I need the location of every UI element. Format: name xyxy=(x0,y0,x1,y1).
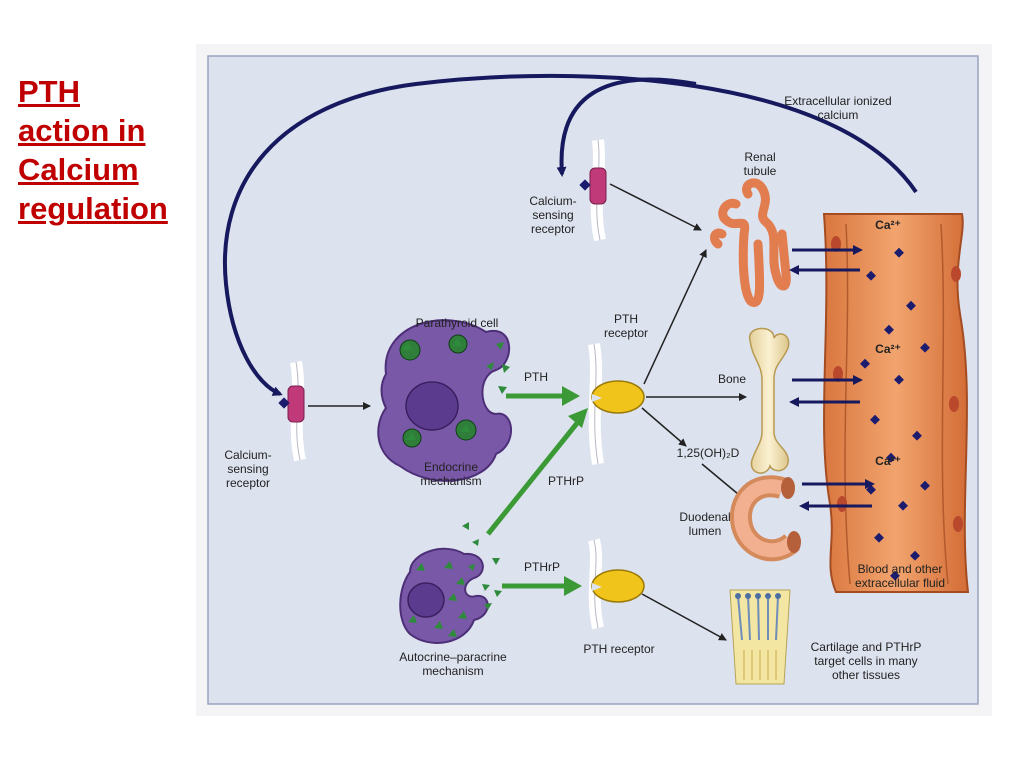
pth-calcium-diagram: Extracellular ionized calcium Renal tubu… xyxy=(196,44,992,716)
parathyroid-cell xyxy=(377,319,512,482)
title-line-2: action in xyxy=(18,113,146,148)
calcium-ion-label-3: Ca²⁺ xyxy=(875,454,901,468)
autocrine-label: Autocrine–paracrine mechanism xyxy=(399,650,507,678)
pthrp-green-arrow xyxy=(486,408,588,536)
calcium-ion-label-1: Ca²⁺ xyxy=(875,218,901,232)
title-line-4: regulation xyxy=(18,191,168,226)
title-line-1: PTH xyxy=(18,74,80,109)
blood-vessel xyxy=(822,213,970,593)
extracellular-calcium-label: Extracellular ionized calcium xyxy=(784,94,892,122)
pth-receptor-lower xyxy=(588,538,645,630)
pth-receptor-top-label: PTH receptor xyxy=(603,312,649,340)
exchange-arrows xyxy=(789,245,875,511)
calcium-ion-label-2: Ca²⁺ xyxy=(875,342,901,356)
csr-top-receptor xyxy=(579,139,607,242)
diagram-canvas xyxy=(207,55,979,705)
slide-title: PTH action in Calcium regulation xyxy=(18,72,198,228)
blood-label: Blood and other extracellular fluid xyxy=(854,562,946,590)
endocrine-label: Endocrine mechanism xyxy=(420,460,482,488)
pth-green-arrow xyxy=(506,386,580,406)
feedback-arrow-left xyxy=(223,73,918,396)
pthrp-upper-label: PTHrP xyxy=(548,474,584,488)
csr-top-label: Calcium- sensing receptor xyxy=(529,194,577,236)
duodenum xyxy=(729,475,801,562)
cartilage-tissue xyxy=(729,589,791,685)
pthrp-lower-label: PTHrP xyxy=(524,560,560,574)
cartilage-label: Cartilage and PTHrP target cells in many… xyxy=(810,640,922,682)
autocrine-cell xyxy=(399,522,502,644)
title-line-3: Calcium xyxy=(18,152,139,187)
csr-left-label: Calcium- sensing receptor xyxy=(224,448,272,490)
vitd-label: 1,25(OH)₂D xyxy=(676,446,740,460)
pthrp-lower-green-arrow xyxy=(502,576,582,596)
bone xyxy=(749,327,790,474)
pth-receptor-bottom-label: PTH receptor xyxy=(583,642,655,656)
renal-tubule xyxy=(710,178,791,307)
duodenal-lumen-label: Duodenal lumen xyxy=(679,510,731,538)
bone-label: Bone xyxy=(717,372,747,386)
csr-left-receptor xyxy=(278,360,306,462)
pth-arrow-label: PTH xyxy=(524,370,548,384)
parathyroid-cell-label: Parathyroid cell xyxy=(415,316,499,330)
pth-receptor-upper xyxy=(588,343,645,465)
renal-tubule-label: Renal tubule xyxy=(743,150,777,178)
feedback-arrow-top xyxy=(556,77,697,177)
